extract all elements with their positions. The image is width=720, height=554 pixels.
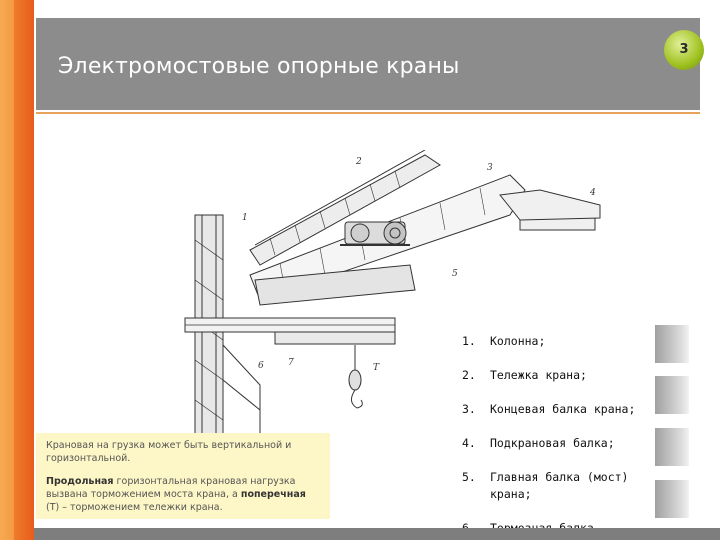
crane-hook	[348, 369, 362, 391]
list-item-number: 1.	[462, 334, 476, 348]
list-item-text: Главная балка (мост) крана;	[490, 470, 629, 501]
trolley	[340, 221, 410, 246]
figure-label-5: 5	[452, 269, 458, 279]
note-text-mid: горизонтальная крановая нагрузка вызвана…	[46, 476, 296, 500]
slide-title: Электромостовые опорные краны	[58, 54, 460, 79]
list-item-text: Тележка крана;	[490, 368, 587, 382]
note-paragraph-1: Крановая на грузка может быть вертикальн…	[46, 440, 292, 464]
note-bold-longitudinal: Продольная	[46, 476, 114, 487]
note-paragraph-2: Продольная горизонтальная крановая нагру…	[46, 475, 322, 514]
brake-beam	[499, 189, 601, 221]
figure-label-7: 7	[288, 358, 294, 368]
load-note: Крановая на грузка может быть вертикальн…	[36, 433, 330, 519]
slide-number-badge: 3	[664, 30, 704, 70]
title-bar	[36, 18, 700, 110]
decor-block-4	[655, 480, 689, 518]
crane-drawing: 1 2 3 4 5 6 7 T	[184, 150, 601, 440]
list-item-text: Концевая балка крана;	[490, 402, 636, 416]
header-top-margin	[36, 0, 700, 18]
list-item-number: 5.	[462, 470, 476, 484]
figure-label-t: T	[373, 363, 380, 373]
decor-block-3	[655, 428, 689, 466]
list-item: 3. Концевая балка крана;	[462, 401, 662, 418]
figure-label-3: 3	[487, 163, 493, 173]
decor-block-1	[655, 325, 689, 363]
decor-block-2	[655, 376, 689, 414]
legend-list: 1. Колонна; 2. Тележка крана; 3. Концева…	[462, 333, 662, 554]
header-divider	[36, 112, 700, 114]
list-item: 1. Колонна;	[462, 333, 662, 350]
note-bold-transverse: поперечная	[240, 489, 306, 500]
figure-label-6: 6	[258, 361, 264, 371]
list-item-number: 4.	[462, 436, 476, 450]
list-item: 4. Подкрановая балка;	[462, 435, 662, 452]
bottom-bar	[34, 528, 720, 540]
figure-label-4: 4	[589, 188, 596, 198]
list-item-number: 3.	[462, 402, 476, 416]
figure-label-2: 2	[355, 157, 362, 167]
list-item-text: Колонна;	[490, 334, 546, 348]
note-text-end: (T) – торможением тележки крана.	[46, 502, 223, 513]
main-girder-back	[249, 154, 441, 266]
left-accent-highlight	[0, 0, 14, 540]
end-beam	[254, 264, 416, 306]
list-item: 5. Главная балка (мост) крана;	[462, 469, 662, 503]
list-item-number: 2.	[462, 368, 476, 382]
figure-label-1: 1	[242, 213, 248, 223]
list-item-text: Подкрановая балка;	[490, 436, 615, 450]
list-item: 2. Тележка крана;	[462, 367, 662, 384]
